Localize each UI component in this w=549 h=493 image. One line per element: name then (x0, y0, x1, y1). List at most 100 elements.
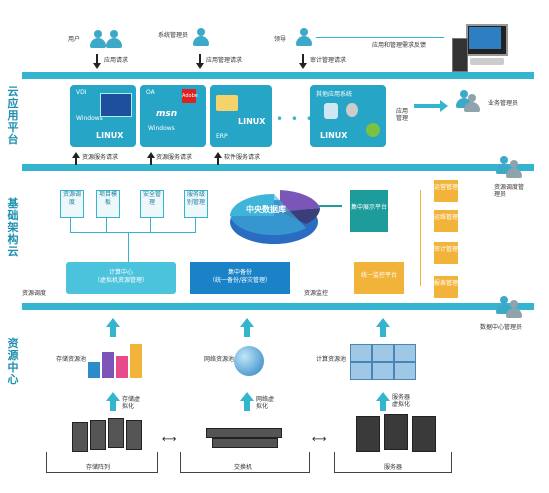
project-template-box[interactable]: 项目模板 (96, 190, 120, 218)
sysadmin-person-icon (193, 28, 209, 46)
security-mgmt-box[interactable]: 安全管理 (140, 190, 164, 218)
network-pool-label: 网络资源池 (204, 356, 235, 363)
oa-windows-label: Windows (148, 125, 175, 132)
resource-schedule-box[interactable]: 资源调度 (60, 190, 84, 218)
server-virt-stem (380, 401, 386, 411)
report-mgmt-box[interactable]: 报表管理 (434, 276, 458, 298)
server-bracket (334, 452, 452, 473)
other-app-box[interactable]: 其他应用系统 LINUX (310, 85, 386, 147)
user-label: 用户 (68, 36, 81, 43)
server-label: 服务器 (384, 464, 403, 471)
tree-v-2 (106, 218, 107, 232)
vdi-linux-label: LINUX (96, 131, 124, 140)
mgmt-bracket (420, 190, 421, 286)
service-level-box[interactable]: 服务级别管理 (184, 190, 208, 218)
req-arrow-1 (72, 152, 80, 158)
top-layer-bar (22, 72, 534, 79)
erp-app-box[interactable]: LINUX ERP (210, 85, 272, 147)
storage-virt-arrow (106, 392, 120, 401)
compute-pool-icon (350, 344, 416, 380)
tree-h-line (70, 232, 196, 233)
res-admin-icon (496, 156, 512, 174)
storage-virt-label: 存储虚拟化 (122, 396, 141, 410)
maint-mgmt-box[interactable]: 运维管理 (434, 210, 458, 232)
unified-monitor-box[interactable]: 统一监控平台 (354, 262, 404, 294)
req-arrow-3 (214, 152, 222, 158)
req-arrow-2 (147, 152, 155, 158)
cloud-app-bottom-bar (22, 164, 534, 171)
infra-bottom-bar (22, 303, 534, 310)
resource-layer-label: 资源中心 (7, 337, 19, 386)
vdi-app-box[interactable]: VDI Windows LINUX (70, 85, 136, 147)
storage-array-icon (72, 418, 142, 452)
biz-manager-label: 业务管理员 (488, 100, 519, 107)
apple-icon (346, 103, 358, 117)
req-line-2 (150, 157, 152, 165)
server-virt-arrow (376, 392, 390, 401)
audit-mgmt-box[interactable]: 审计管理 (434, 242, 458, 264)
other-linux-label: LINUX (320, 131, 348, 140)
dc-admin-icon (496, 296, 512, 314)
infra-layer-label: 基础架构云 (7, 197, 19, 258)
folder-icon (216, 95, 238, 111)
tree-v-1 (70, 218, 71, 232)
user-arrow-line (96, 54, 98, 64)
req-label-1: 资源服务请求 (82, 154, 119, 161)
tree-v-5 (128, 232, 129, 262)
feedback-label: 应用和管理需求反馈 (372, 42, 427, 49)
db-slice-cyan (230, 194, 274, 216)
storage-switch-connector: ⟷ (162, 434, 177, 445)
dc-admin-label: 数据中心管理员 (480, 324, 523, 331)
ops-mgmt-box[interactable]: 运营管理 (434, 180, 458, 202)
switch-label: 交换机 (234, 464, 253, 471)
network-virt-stem (244, 401, 250, 411)
db-slice-blue (230, 194, 306, 236)
req-line-1 (75, 157, 77, 165)
db-slice-purple (280, 190, 320, 212)
erp-linux-label: LINUX (238, 117, 266, 126)
leader-arrow-head (299, 63, 307, 69)
compute-up-stem (380, 327, 386, 337)
app-management-label: 应用管理 (396, 108, 409, 122)
sysadmin-arrow-head (196, 63, 204, 69)
switch-icon (206, 428, 282, 448)
req-label-2: 资源服务请求 (156, 154, 193, 161)
oa-app-box[interactable]: OA Adobe msn Windows (140, 85, 206, 147)
resource-schedule-side-label: 资源调度 (22, 290, 47, 297)
central-database-chart (230, 190, 320, 244)
switch-server-connector: ⟷ (312, 434, 327, 445)
user-arrow-head (93, 63, 101, 69)
req-label-3: 软件服务请求 (224, 154, 261, 161)
res-admin-icon-2 (506, 160, 522, 178)
sysadmin-request-label: 应用管理请求 (206, 57, 243, 64)
user-person-icon (90, 30, 106, 48)
network-globe-icon (234, 346, 264, 376)
network-virt-label: 网络虚拟化 (256, 396, 275, 410)
user-request-label: 应用请求 (104, 57, 129, 64)
sysadmin-label: 系统管理员 (158, 32, 189, 39)
db-display-arrow (318, 205, 342, 207)
compute-center-box[interactable]: 计算中心 （虚拟机资源管理） (66, 262, 176, 294)
resource-monitor-label: 资源监控 (304, 290, 329, 297)
tree-v-3 (150, 218, 151, 232)
storage-virt-stem (110, 401, 116, 411)
storage-pool-icon (88, 344, 144, 378)
storage-up-stem (110, 327, 116, 337)
server-virt-label: 服务器虚拟化 (392, 394, 411, 408)
adobe-icon: Adobe (182, 89, 198, 103)
central-display-box[interactable]: 集中展示平台 (350, 190, 388, 232)
app-mgmt-arrowhead (440, 100, 448, 112)
msn-label: msn (156, 109, 178, 119)
leader-request-label: 审计管理请求 (310, 57, 347, 64)
storage-bracket (46, 452, 158, 473)
compute-up-arrow (376, 318, 390, 327)
biz-manager-icon-2 (464, 94, 480, 112)
feedback-line (316, 37, 444, 38)
leader-label: 领导 (274, 36, 287, 43)
sysadmin-arrow-line (199, 54, 201, 64)
leader-arrow-line (302, 54, 304, 64)
biz-manager-icon (456, 90, 472, 108)
central-backup-box[interactable]: 集中备份 （统一备份/容灾管理） (190, 262, 290, 294)
mac-icon (324, 103, 338, 119)
vdi-windows-label: Windows (76, 115, 103, 122)
